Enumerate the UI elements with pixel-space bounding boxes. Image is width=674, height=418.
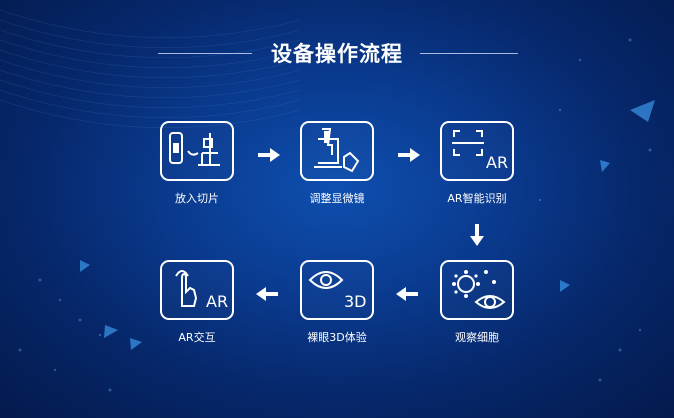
step-tile: 3D [300, 260, 374, 320]
arrow-left-icon [256, 287, 278, 301]
step-tile [300, 121, 374, 181]
step-label: 裸眼3D体验 [307, 331, 367, 344]
ar-badge: AR [486, 153, 509, 172]
step-label: 放入切片 [175, 192, 219, 205]
step-label: 观察细胞 [455, 331, 499, 344]
step-place-slide: 放入切片 [152, 121, 242, 206]
step-tile: AR [160, 260, 234, 320]
step-label: AR交互 [178, 331, 216, 344]
step-ar-recognition: AR AR智能识别 [432, 121, 522, 206]
title-rule-right [420, 53, 518, 54]
ar-badge: AR [206, 292, 229, 311]
step-adjust-microscope: 调整显微镜 [292, 121, 382, 206]
title-rule-left [158, 53, 252, 54]
arrow-left-icon [396, 287, 418, 301]
arrow-right-icon [398, 148, 420, 162]
3d-badge: 3D [344, 292, 367, 311]
step-tile [440, 260, 514, 320]
eye-3d-icon [308, 271, 344, 289]
step-observe-cells: 观察细胞 [432, 260, 522, 345]
step-tile: AR [440, 121, 514, 181]
touch-ar-icon [175, 270, 198, 307]
slide-insert-icon [169, 132, 220, 166]
step-label: AR智能识别 [447, 192, 507, 205]
ar-scan-icon [452, 130, 484, 156]
microscope-adjust-icon [314, 128, 360, 173]
cell-observe-icon [452, 270, 506, 309]
arrow-right-icon [258, 148, 280, 162]
arrow-down-icon [470, 224, 484, 246]
step-label: 调整显微镜 [309, 192, 365, 205]
page-title: 设备操作流程 [271, 42, 403, 66]
step-naked-eye-3d: 3D 裸眼3D体验 [292, 260, 382, 345]
step-ar-interaction: AR AR交互 [152, 260, 242, 345]
step-tile [160, 121, 234, 181]
header: 设备操作流程 [0, 36, 674, 76]
